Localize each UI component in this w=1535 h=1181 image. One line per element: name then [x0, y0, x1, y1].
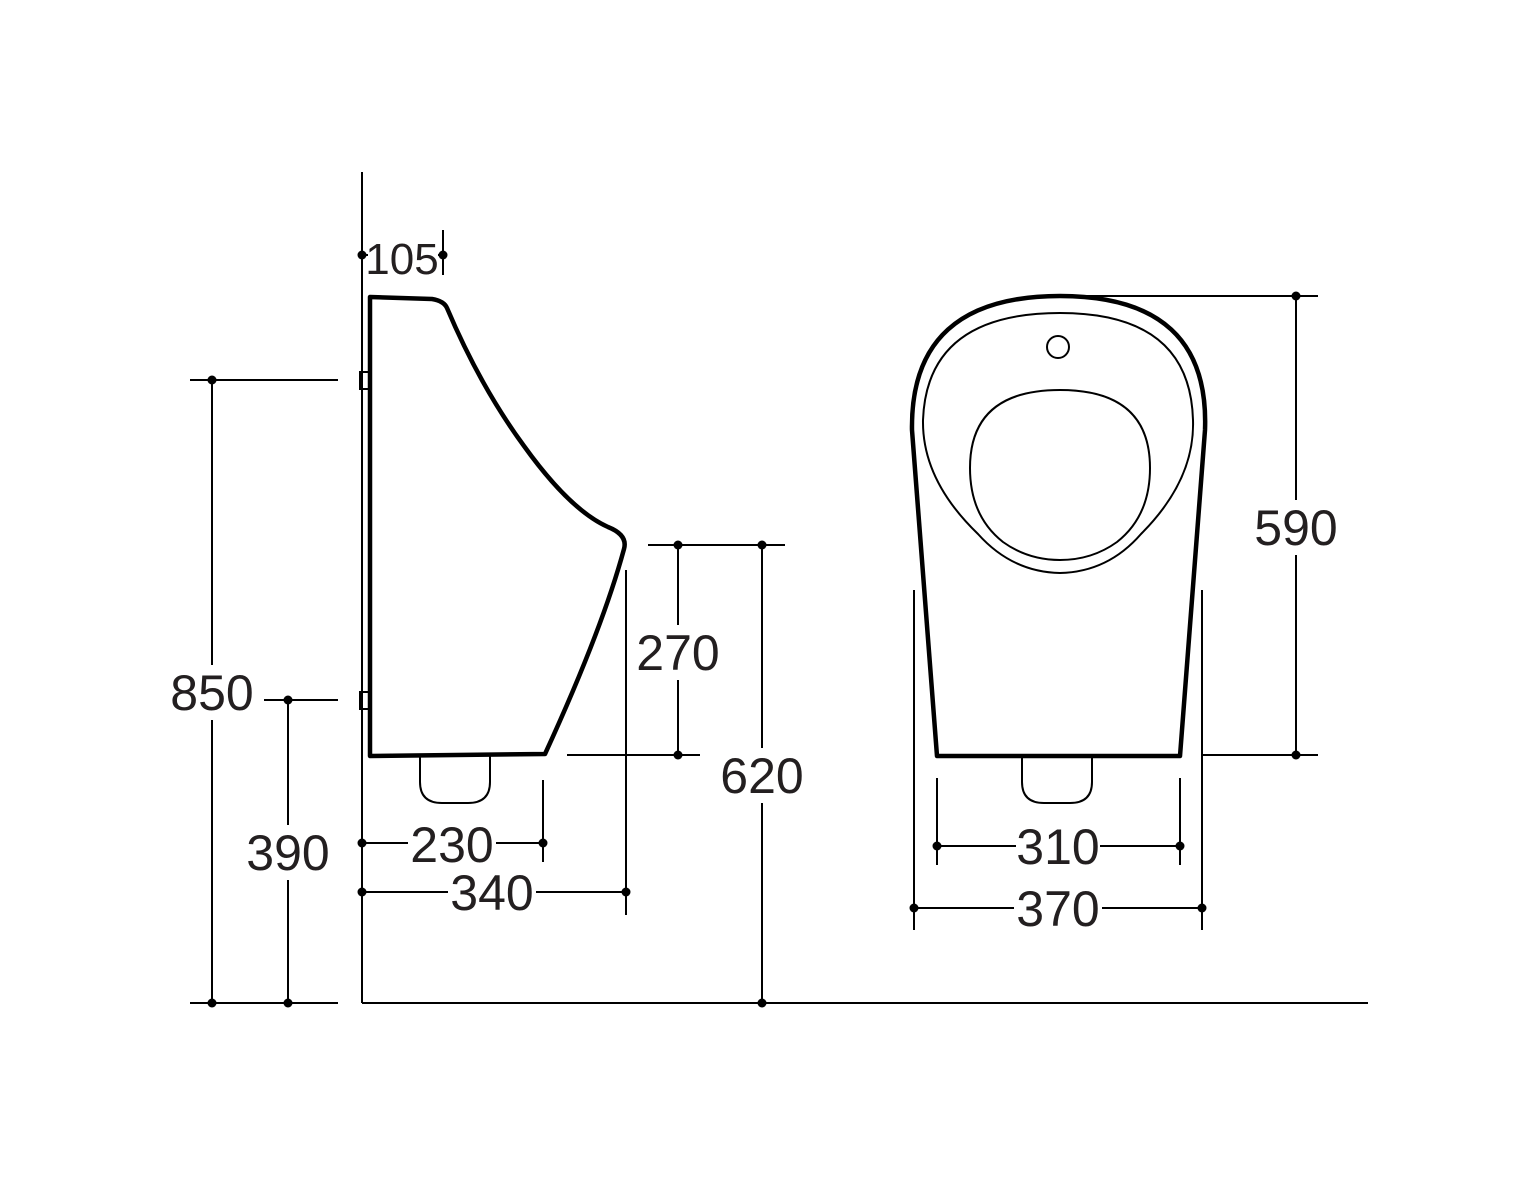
front-bowl-opening [968, 388, 1152, 562]
flush-inlet-hole [1046, 335, 1070, 359]
dim-total-width: 370 [909, 590, 1207, 937]
dim-bracket-height: 390 [244, 695, 338, 1008]
dim-lip-height-label: 620 [720, 748, 803, 804]
front-view [909, 293, 1208, 804]
dim-lip-bottom: 270 [567, 540, 785, 760]
dim-total-height-label: 850 [170, 665, 253, 721]
dim-total-height: 850 [168, 375, 338, 1008]
dim-total-depth: 340 [357, 570, 631, 921]
side-body-outline [367, 294, 627, 759]
dim-total-width-label: 370 [1016, 881, 1099, 937]
front-body-outline [909, 293, 1208, 759]
front-outlet-pipe [1021, 756, 1093, 804]
dim-depth-outlet-label: 230 [410, 817, 493, 873]
dim-depth-outlet: 230 [357, 780, 548, 873]
dim-bottom-width-label: 310 [1016, 819, 1099, 875]
dim-total-depth-label: 340 [450, 865, 533, 921]
front-rim-inner [921, 311, 1195, 575]
dim-bracket-height-label: 390 [246, 825, 329, 881]
dim-top-offset: 105 [357, 230, 448, 284]
side-outlet-pipe [419, 756, 491, 804]
dim-top-offset-label: 105 [365, 235, 438, 284]
dim-body-height-label: 590 [1254, 500, 1337, 556]
dimensions: 105 850 390 230 [168, 230, 1340, 1008]
dim-bottom-width: 310 [932, 778, 1185, 875]
wall-and-floor [361, 172, 1368, 1004]
dim-body-height: 590 [1060, 291, 1340, 760]
upper-bracket [359, 371, 370, 390]
side-view [359, 294, 627, 804]
dim-lip-bottom-label: 270 [636, 625, 719, 681]
lower-bracket [359, 691, 370, 710]
dim-lip-height: 620 [718, 540, 806, 1008]
